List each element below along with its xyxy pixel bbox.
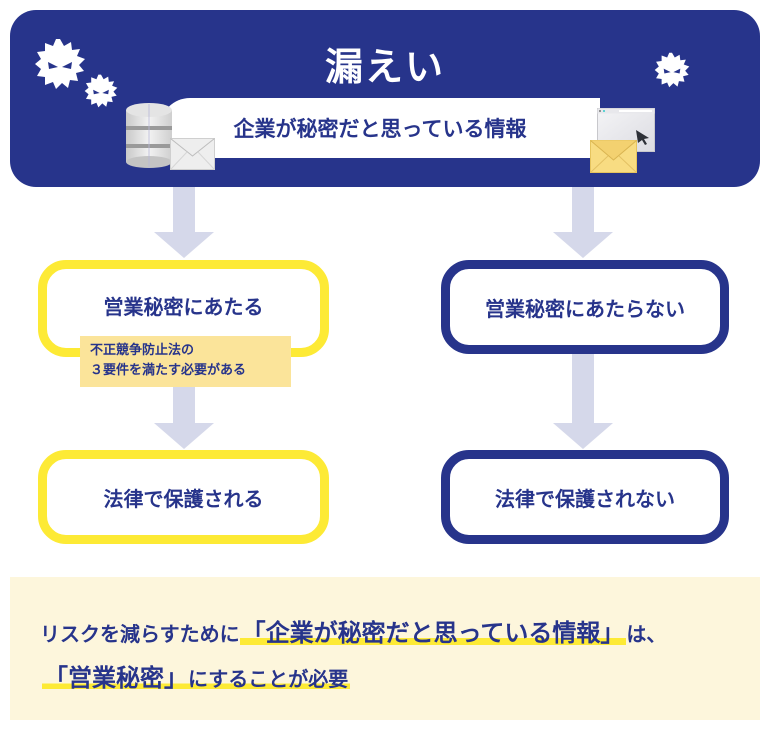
arrow-down-icon — [154, 387, 214, 449]
mail-icon — [170, 138, 215, 170]
arrow-down-icon — [154, 187, 214, 258]
subtitle-text: 企業が秘密だと思っている情報 — [233, 117, 527, 141]
database-icon — [126, 103, 172, 168]
result-no-text: 法律で保護されない — [495, 486, 675, 511]
arrow-down-icon — [553, 187, 613, 258]
highlight-trade-secret: 「営業秘密」 — [44, 664, 188, 692]
conclusion-line-1: リスクを減らすために「企業が秘密だと思っている情報」は、 — [40, 613, 666, 648]
leak-header-panel: 漏えい 企業が秘密だと思っている情報 — [10, 10, 760, 187]
conclusion-panel: リスクを減らすために「企業が秘密だと思っている情報」は、 「営業秘密」にすること… — [10, 577, 760, 720]
note-line-1: 不正競争防止法の — [90, 343, 195, 358]
mail-icon — [590, 140, 637, 173]
virus-icon — [84, 74, 118, 108]
arrow-down-icon — [553, 354, 613, 449]
not-protected-by-law-box: 法律で保護されない — [441, 450, 729, 544]
conclusion-suffix: は、 — [626, 622, 667, 646]
highlight-confidential-info: 「企業が秘密だと思っている情報」 — [239, 619, 627, 647]
conclusion-line-2: 「営業秘密」にすることが必要 — [42, 658, 351, 693]
highlight-trade-secret-group: 「営業秘密」にすることが必要 — [42, 664, 351, 692]
result-yes-text: 法律で保護される — [103, 486, 264, 511]
virus-icon — [654, 52, 690, 88]
note-line-2: ３要件を満たす必要がある — [90, 363, 247, 378]
cursor-icon — [636, 130, 649, 145]
condition-yes-text: 営業秘密にあたる — [103, 295, 264, 319]
page-title: 漏えい — [324, 45, 445, 89]
virus-icon — [35, 39, 85, 89]
conclusion-prefix: リスクを減らすために — [40, 622, 240, 646]
conclusion-line2-suffix: にすることが必要 — [188, 667, 349, 691]
trade-secret-no-box: 営業秘密にあたらない — [441, 260, 729, 354]
confidential-info-label: 企業が秘密だと思っている情報 — [160, 98, 600, 158]
condition-no-text: 営業秘密にあたらない — [485, 296, 685, 321]
protected-by-law-box: 法律で保護される — [38, 450, 329, 544]
requirements-note: 不正競争防止法の ３要件を満たす必要がある — [80, 336, 291, 387]
